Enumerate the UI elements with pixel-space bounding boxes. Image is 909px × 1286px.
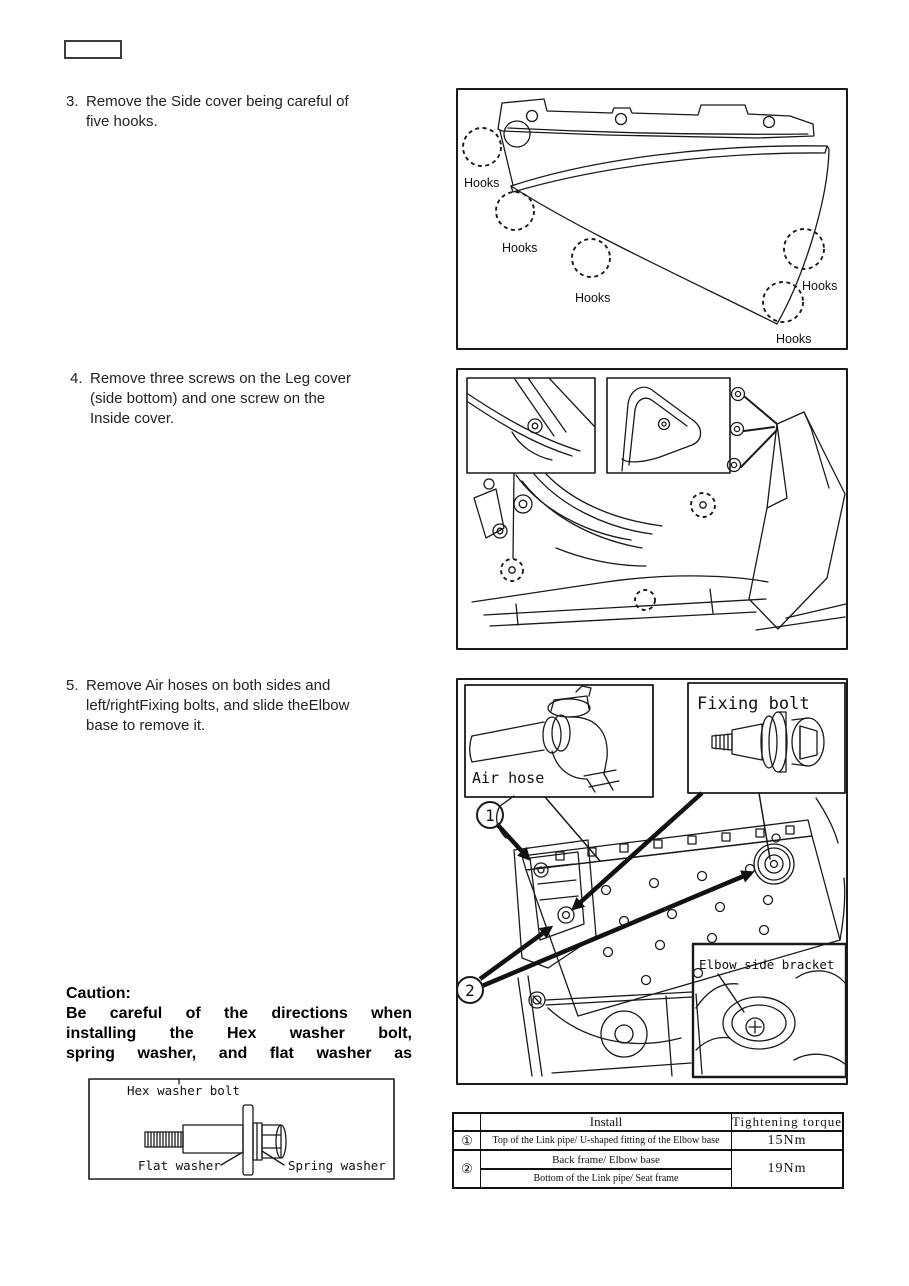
hook-marker xyxy=(571,238,611,278)
screw-markers xyxy=(500,492,716,611)
callout-1-badge xyxy=(476,801,504,829)
table-row: ① Top of the Link pipe/ U-shaped fitting… xyxy=(452,1130,844,1151)
flat-washer-label: Flat washer xyxy=(138,1158,221,1173)
figure-elbow-base: 1 2 Air hose Fixing bolt Elbow side brac… xyxy=(456,678,848,1085)
arrow-to-top-bolt xyxy=(495,822,531,861)
step-text: Remove three screws on the Leg cover (si… xyxy=(90,370,351,427)
screw-marker xyxy=(500,558,524,582)
row-install: Top of the Link pipe/ U-shaped fitting o… xyxy=(480,1130,732,1151)
hook-marker xyxy=(762,281,804,323)
hook-marker xyxy=(462,127,502,167)
elbow-base-illustration: 1 2 Air hose Fixing bolt Elbow side brac… xyxy=(456,678,848,1085)
figure-leg-cover-screws xyxy=(456,368,848,650)
spring-washer-label: Spring washer xyxy=(288,1158,386,1173)
step-text: Remove the Side cover being careful of f… xyxy=(86,93,349,130)
step-5: 5. Remove Air hoses on both sides and le… xyxy=(66,676,386,736)
air-hose-label: Air hose xyxy=(472,769,544,787)
step-text: Remove Air hoses on both sides and left/… xyxy=(86,677,350,734)
hex-washer-bolt-label: Hex washer bolt xyxy=(127,1083,240,1098)
side-cover-illustration: Hooks Hooks Hooks Hooks Hooks xyxy=(456,88,848,350)
caution-note: Caution: Be careful of the directions wh… xyxy=(66,984,412,1064)
hooks-label: Hooks xyxy=(575,291,610,305)
step-number: 3. xyxy=(66,93,79,110)
elbow-side-bracket-label: Elbow side bracket xyxy=(699,957,834,972)
callout-1-number: 1 xyxy=(485,806,495,825)
screw xyxy=(699,501,707,509)
table-header-row: Install Tightening torque xyxy=(452,1112,844,1132)
figure-hex-washer-bolt: Hex washer bolt Flat washer Spring washe… xyxy=(88,1078,395,1180)
hook-marker xyxy=(495,191,535,231)
callout-arrows xyxy=(478,791,755,989)
page-number-box xyxy=(64,40,122,59)
torque-header-cell: Tightening torque xyxy=(731,1112,844,1132)
caution-title: Caution: xyxy=(66,985,131,1002)
row-mark: ① xyxy=(452,1130,481,1151)
callout-badges: 1 2 xyxy=(456,801,504,1004)
hooks-label: Hooks xyxy=(502,241,537,255)
leg-cover-illustration xyxy=(456,368,848,650)
arrow-to-lower-bolt xyxy=(478,925,554,981)
screw xyxy=(508,566,516,574)
callout-2-badge xyxy=(456,976,484,1004)
arrow-to-right-bolt xyxy=(481,870,755,989)
step-4: 4. Remove three screws on the Leg cover … xyxy=(70,369,380,429)
hook-marker xyxy=(783,228,825,270)
fixing-bolt-label: Fixing bolt xyxy=(697,694,810,714)
tightening-torque-table: Install Tightening torque ① Top of the L… xyxy=(452,1112,844,1189)
hooks-label: Hooks xyxy=(464,176,499,190)
hook-markers xyxy=(462,127,825,323)
callout-2-number: 2 xyxy=(465,981,475,1000)
arrow-from-fixing-bolt xyxy=(571,791,704,911)
mark-header-cell xyxy=(452,1112,481,1132)
row-install: Back frame/ Elbow base xyxy=(480,1149,732,1170)
caution-body: Be careful of the directions when instal… xyxy=(66,1005,412,1062)
table-row: ② Back frame/ Elbow base 19Nm xyxy=(452,1149,844,1189)
table-row: Bottom of the Link pipe/ Seat frame xyxy=(453,1168,843,1189)
step-3: 3. Remove the Side cover being careful o… xyxy=(66,92,376,132)
row-torque: 15Nm xyxy=(731,1130,844,1151)
step-number: 5. xyxy=(66,677,79,694)
hooks-label: Hooks xyxy=(776,332,811,346)
hex-washer-bolt-illustration: Hex washer bolt Flat washer Spring washe… xyxy=(88,1078,395,1180)
screw-marker xyxy=(690,492,716,518)
row-torque: 19Nm xyxy=(731,1149,844,1189)
screw-marker xyxy=(634,589,656,611)
hooks-label: Hooks xyxy=(802,279,837,293)
row-install: Bottom of the Link pipe/ Seat frame xyxy=(480,1168,732,1189)
figure-side-cover-hooks: Hooks Hooks Hooks Hooks Hooks xyxy=(456,88,848,350)
row-mark: ② xyxy=(452,1149,481,1189)
install-header-cell: Install xyxy=(480,1112,732,1132)
step-number: 4. xyxy=(70,370,83,387)
